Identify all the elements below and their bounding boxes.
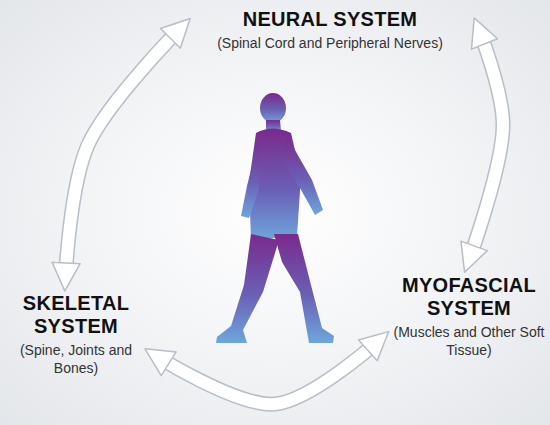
system-heading: SKELETAL SYSTEM xyxy=(10,292,142,338)
system-label: MYOFASCIAL SYSTEM(Muscles and Other Soft… xyxy=(393,274,545,359)
system-description: (Spinal Cord and Peripheral Nerves) xyxy=(195,34,465,52)
arrow-outline xyxy=(469,30,503,260)
system-heading: MYOFASCIAL SYSTEM xyxy=(393,274,545,320)
system-description: (Spine, Joints and Bones) xyxy=(10,341,142,377)
system-label: NEURAL SYSTEM (Spinal Cord and Peripheral… xyxy=(195,8,465,52)
system-description: (Muscles and Other Soft Tissue) xyxy=(393,323,545,359)
cycle-arrow xyxy=(469,30,503,260)
cycle-arrow xyxy=(65,28,181,278)
cycle-arrow xyxy=(156,340,379,404)
system-label: SKELETAL SYSTEM(Spine, Joints and Bones) xyxy=(10,292,142,377)
system-heading: NEURAL SYSTEM xyxy=(195,8,465,31)
arrow-outline xyxy=(65,28,181,278)
person-silhouette xyxy=(216,93,334,343)
arrow-outline xyxy=(156,340,379,404)
